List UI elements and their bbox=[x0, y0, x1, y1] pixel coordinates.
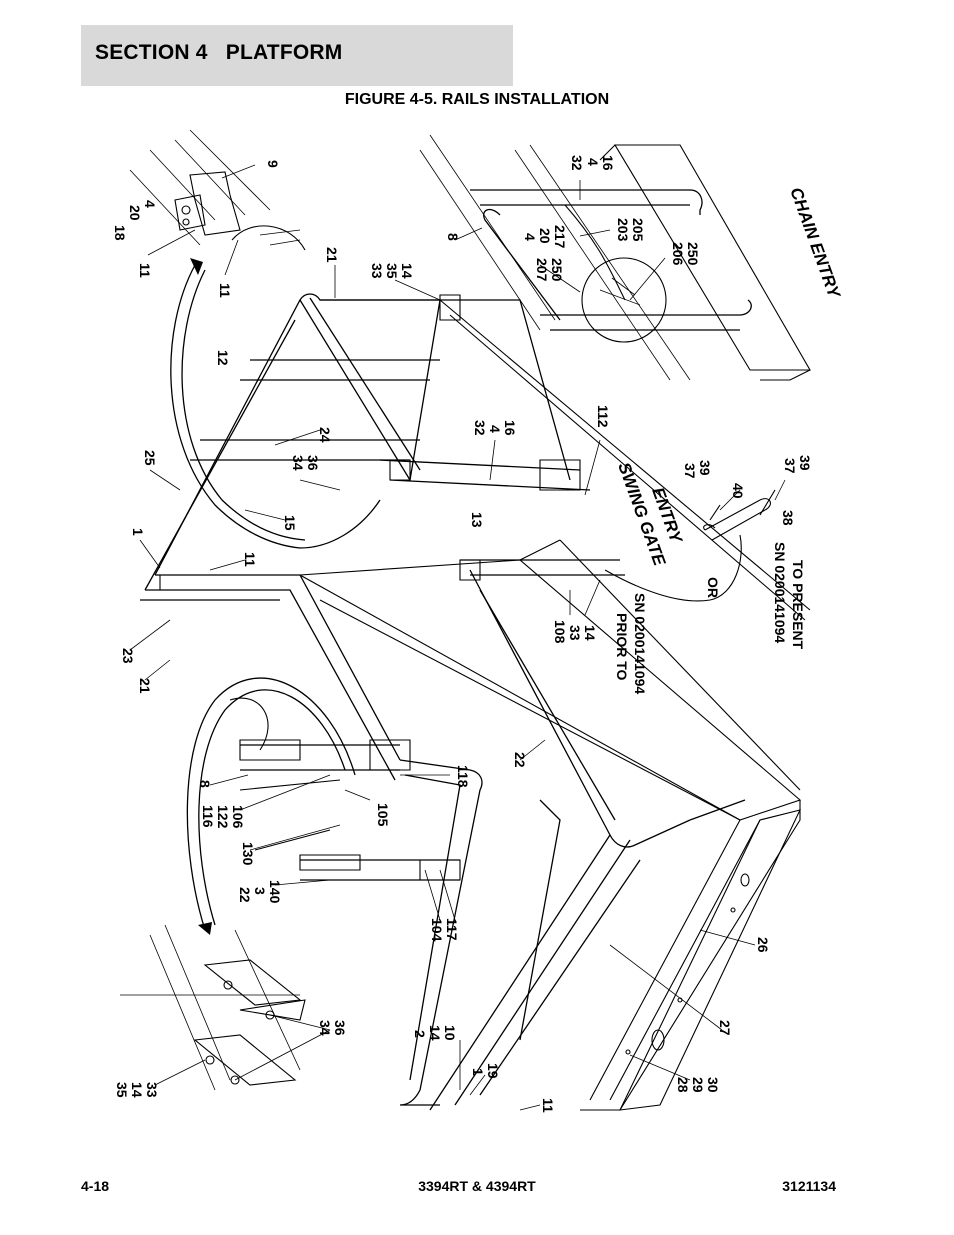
callout: 105 bbox=[375, 803, 391, 827]
callout: 26 bbox=[755, 937, 771, 953]
detail-bottom-left bbox=[120, 924, 306, 1091]
note-present-line1: SN 0200141094 bbox=[772, 542, 788, 643]
callout: 22 bbox=[237, 887, 253, 903]
chain-entry-label: CHAIN ENTRY bbox=[786, 185, 844, 302]
callout: 217 bbox=[552, 225, 568, 249]
callout: 27 bbox=[717, 1020, 733, 1036]
callout: 1 bbox=[470, 1068, 486, 1076]
callout: 1 bbox=[130, 528, 146, 536]
callout: 14 bbox=[427, 1025, 443, 1041]
callout: 36 bbox=[305, 455, 321, 471]
callout: 205 bbox=[630, 218, 646, 242]
callout: 3 bbox=[252, 887, 268, 895]
callout: 16 bbox=[502, 420, 518, 436]
callout: 207 bbox=[534, 258, 550, 282]
callout: 18 bbox=[112, 225, 128, 241]
callout: 117 bbox=[444, 918, 460, 941]
figure-title: FIGURE 4-5. RAILS INSTALLATION bbox=[344, 91, 610, 108]
callout: 118 bbox=[455, 765, 471, 788]
callout: 23 bbox=[120, 648, 136, 664]
callout: 34 bbox=[290, 455, 306, 471]
callout: 20 bbox=[127, 205, 143, 221]
callout: 8 bbox=[445, 233, 461, 241]
callout: 16 bbox=[600, 155, 616, 171]
callout: 112 bbox=[595, 405, 611, 428]
callout: 37 bbox=[682, 463, 698, 479]
footer-page-number: 4-18 bbox=[81, 1178, 110, 1194]
callout: 34 bbox=[317, 1020, 333, 1036]
callout: 28 bbox=[675, 1077, 691, 1093]
callout: 14 bbox=[129, 1082, 145, 1098]
serial-notes: PRIOR TO SN 0200141094 SN 0200141094 TO … bbox=[614, 185, 844, 695]
callout-labels: 9 18 20 4 11 11 21 12 8 32 4 16 4 20 217… bbox=[112, 155, 813, 1113]
callout: 14 bbox=[582, 625, 598, 641]
callout: 37 bbox=[782, 458, 798, 474]
callout: 40 bbox=[730, 483, 746, 499]
callout: 14 bbox=[399, 263, 415, 279]
callout: 11 bbox=[540, 1098, 556, 1113]
callout: 250 bbox=[549, 258, 565, 282]
callout: 4 bbox=[487, 425, 503, 433]
callout: 2 bbox=[412, 1030, 428, 1038]
callout: 8 bbox=[197, 780, 213, 788]
callout: 35 bbox=[384, 263, 400, 279]
callout: 39 bbox=[797, 455, 813, 471]
detail-chain-entry bbox=[419, 134, 811, 381]
callout: 25 bbox=[142, 450, 158, 466]
platform-base bbox=[619, 809, 801, 1111]
callout: 15 bbox=[282, 515, 298, 531]
callout: 29 bbox=[690, 1077, 706, 1093]
callout: 203 bbox=[615, 218, 631, 242]
callout: 4 bbox=[142, 200, 158, 208]
callout: 108 bbox=[552, 620, 568, 644]
section-title: SECTION 4 PLATFORM bbox=[95, 41, 343, 64]
detail-top-left bbox=[129, 129, 306, 251]
callout: 30 bbox=[705, 1077, 721, 1093]
callout: 21 bbox=[324, 247, 340, 263]
callout: 33 bbox=[567, 625, 583, 641]
callout: 11 bbox=[137, 263, 153, 278]
callout: 39 bbox=[697, 460, 713, 476]
callout: 21 bbox=[137, 678, 153, 694]
callout: 35 bbox=[114, 1082, 130, 1098]
callout: 122 bbox=[215, 805, 231, 829]
callout: 36 bbox=[332, 1020, 348, 1036]
footer-doc-number: 3121134 bbox=[782, 1178, 836, 1194]
callout: 20 bbox=[537, 228, 553, 244]
callout: 4 bbox=[522, 233, 538, 241]
callout: 32 bbox=[472, 420, 488, 436]
footer-model: 3394RT & 4394RT bbox=[418, 1178, 536, 1194]
callout: 206 bbox=[670, 242, 686, 266]
note-or: OR bbox=[705, 577, 721, 598]
callout: 140 bbox=[267, 880, 283, 904]
callout: 10 bbox=[442, 1025, 458, 1041]
callout: 33 bbox=[144, 1082, 160, 1098]
callout: 32 bbox=[569, 155, 585, 171]
section-banner: SECTION 4 PLATFORM bbox=[81, 25, 513, 86]
callout: 12 bbox=[215, 350, 231, 366]
callout: 24 bbox=[317, 427, 333, 443]
platform-frame bbox=[140, 293, 811, 1111]
callout: 13 bbox=[469, 512, 485, 528]
callout: 9 bbox=[265, 160, 281, 168]
note-prior-line1: PRIOR TO bbox=[614, 613, 630, 681]
callout: 106 bbox=[230, 805, 246, 829]
callout: 130 bbox=[240, 842, 256, 866]
callout: 11 bbox=[217, 283, 233, 298]
callout: 4 bbox=[585, 158, 601, 166]
callout: 116 bbox=[200, 805, 216, 828]
leader-lines bbox=[129, 164, 786, 1111]
callout: 104 bbox=[429, 918, 445, 942]
callout: 38 bbox=[780, 510, 796, 526]
callout: 250 bbox=[685, 242, 701, 266]
callout: 11 bbox=[242, 552, 258, 567]
detail-gate-latch bbox=[703, 489, 776, 541]
note-present-line2: TO PRESENT bbox=[790, 560, 806, 650]
callout: 33 bbox=[369, 263, 385, 279]
note-prior-line2: SN 0200141094 bbox=[632, 593, 648, 694]
callout: 19 bbox=[485, 1063, 501, 1079]
